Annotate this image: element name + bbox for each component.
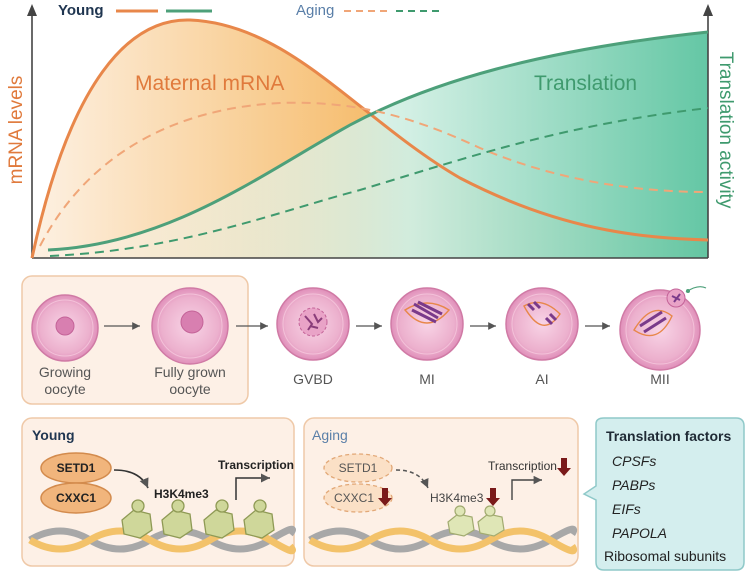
aging-arrow [395, 469, 429, 489]
transcription-young: Transcription [218, 458, 294, 472]
maternal-aging-curve [39, 101, 709, 247]
stage-mii [619, 286, 707, 371]
stage-label: MII [650, 371, 669, 387]
nucleosomes-young [121, 499, 275, 539]
stage-label: oocyte [44, 381, 85, 397]
translation-aging-curve [49, 107, 709, 257]
factor-item: EIFs [612, 501, 641, 517]
nucleosomes-aging [447, 505, 505, 537]
stage-ai [505, 287, 579, 361]
factor-item: PABPs [612, 477, 655, 493]
chart-area: Young Aging mRNA levels Translation acti… [6, 2, 736, 259]
translation-factors-panel: Translation factors CPSFs PABPs EIFs PAP… [582, 417, 745, 571]
legend-aging-label: Aging [296, 2, 334, 19]
setd1-aging-label: SETD1 [339, 461, 378, 475]
down-arrow-icon [557, 458, 571, 476]
stage-growing-oocyte [31, 294, 99, 362]
stages-row: Growing oocyte Fully grown oocyte GVBD M… [21, 275, 707, 405]
down-arrow-icon [378, 488, 392, 506]
cxxc1-young [40, 482, 112, 514]
right-axis-label: Translation activity [715, 52, 736, 209]
transcription-arrow-young [235, 473, 270, 500]
maternal-mrna-label: Maternal mRNA [135, 72, 284, 95]
factors-title: Translation factors [606, 428, 731, 444]
young-arrow [113, 469, 149, 489]
stage-label: AI [535, 371, 548, 387]
stage-label: Fully grown [154, 364, 226, 380]
cxxc1-young-label: CXXC1 [56, 491, 96, 505]
aging-panel-title: Aging [312, 427, 348, 443]
factor-item: PAPOLA [612, 525, 667, 541]
h3k4me3-young: H3K4me3 [154, 487, 209, 501]
young-panel-title: Young [32, 427, 75, 443]
aging-panel: Aging SETD1 CXXC1 H3K4me3 Transcription [303, 417, 579, 567]
transcription-arrow-aging [511, 475, 542, 500]
legend-young-label: Young [58, 2, 104, 19]
stage-label: oocyte [169, 381, 210, 397]
setd1-aging [323, 453, 393, 483]
stage-label: Growing [39, 364, 91, 380]
maternal-young-curve [30, 18, 709, 259]
stage-gvbd [276, 287, 350, 361]
left-axis-label: mRNA levels [6, 76, 27, 185]
stage-label: MI [419, 371, 435, 387]
h3k4me3-aging: H3K4me3 [430, 491, 484, 505]
translation-area [48, 32, 708, 258]
translation-young-curve [47, 30, 709, 252]
left-axis-arrow [27, 4, 37, 16]
young-panel: Young SETD1 CXXC1 H3K4me3 Transcription [21, 417, 296, 567]
cxxc1-aging-label: CXXC1 [334, 491, 374, 505]
stage-mi [390, 287, 464, 361]
translation-label: Translation [534, 72, 637, 95]
factor-item-ribosomal: Ribosomal subunits [604, 548, 726, 564]
down-arrow-icon [486, 488, 500, 506]
right-axis-arrow [703, 4, 713, 16]
stage-fully-grown-oocyte [151, 287, 229, 365]
setd1-young-label: SETD1 [57, 461, 96, 475]
stage-label: GVBD [293, 371, 333, 387]
factor-item: CPSFs [612, 453, 656, 469]
transcription-aging: Transcription [488, 459, 557, 473]
